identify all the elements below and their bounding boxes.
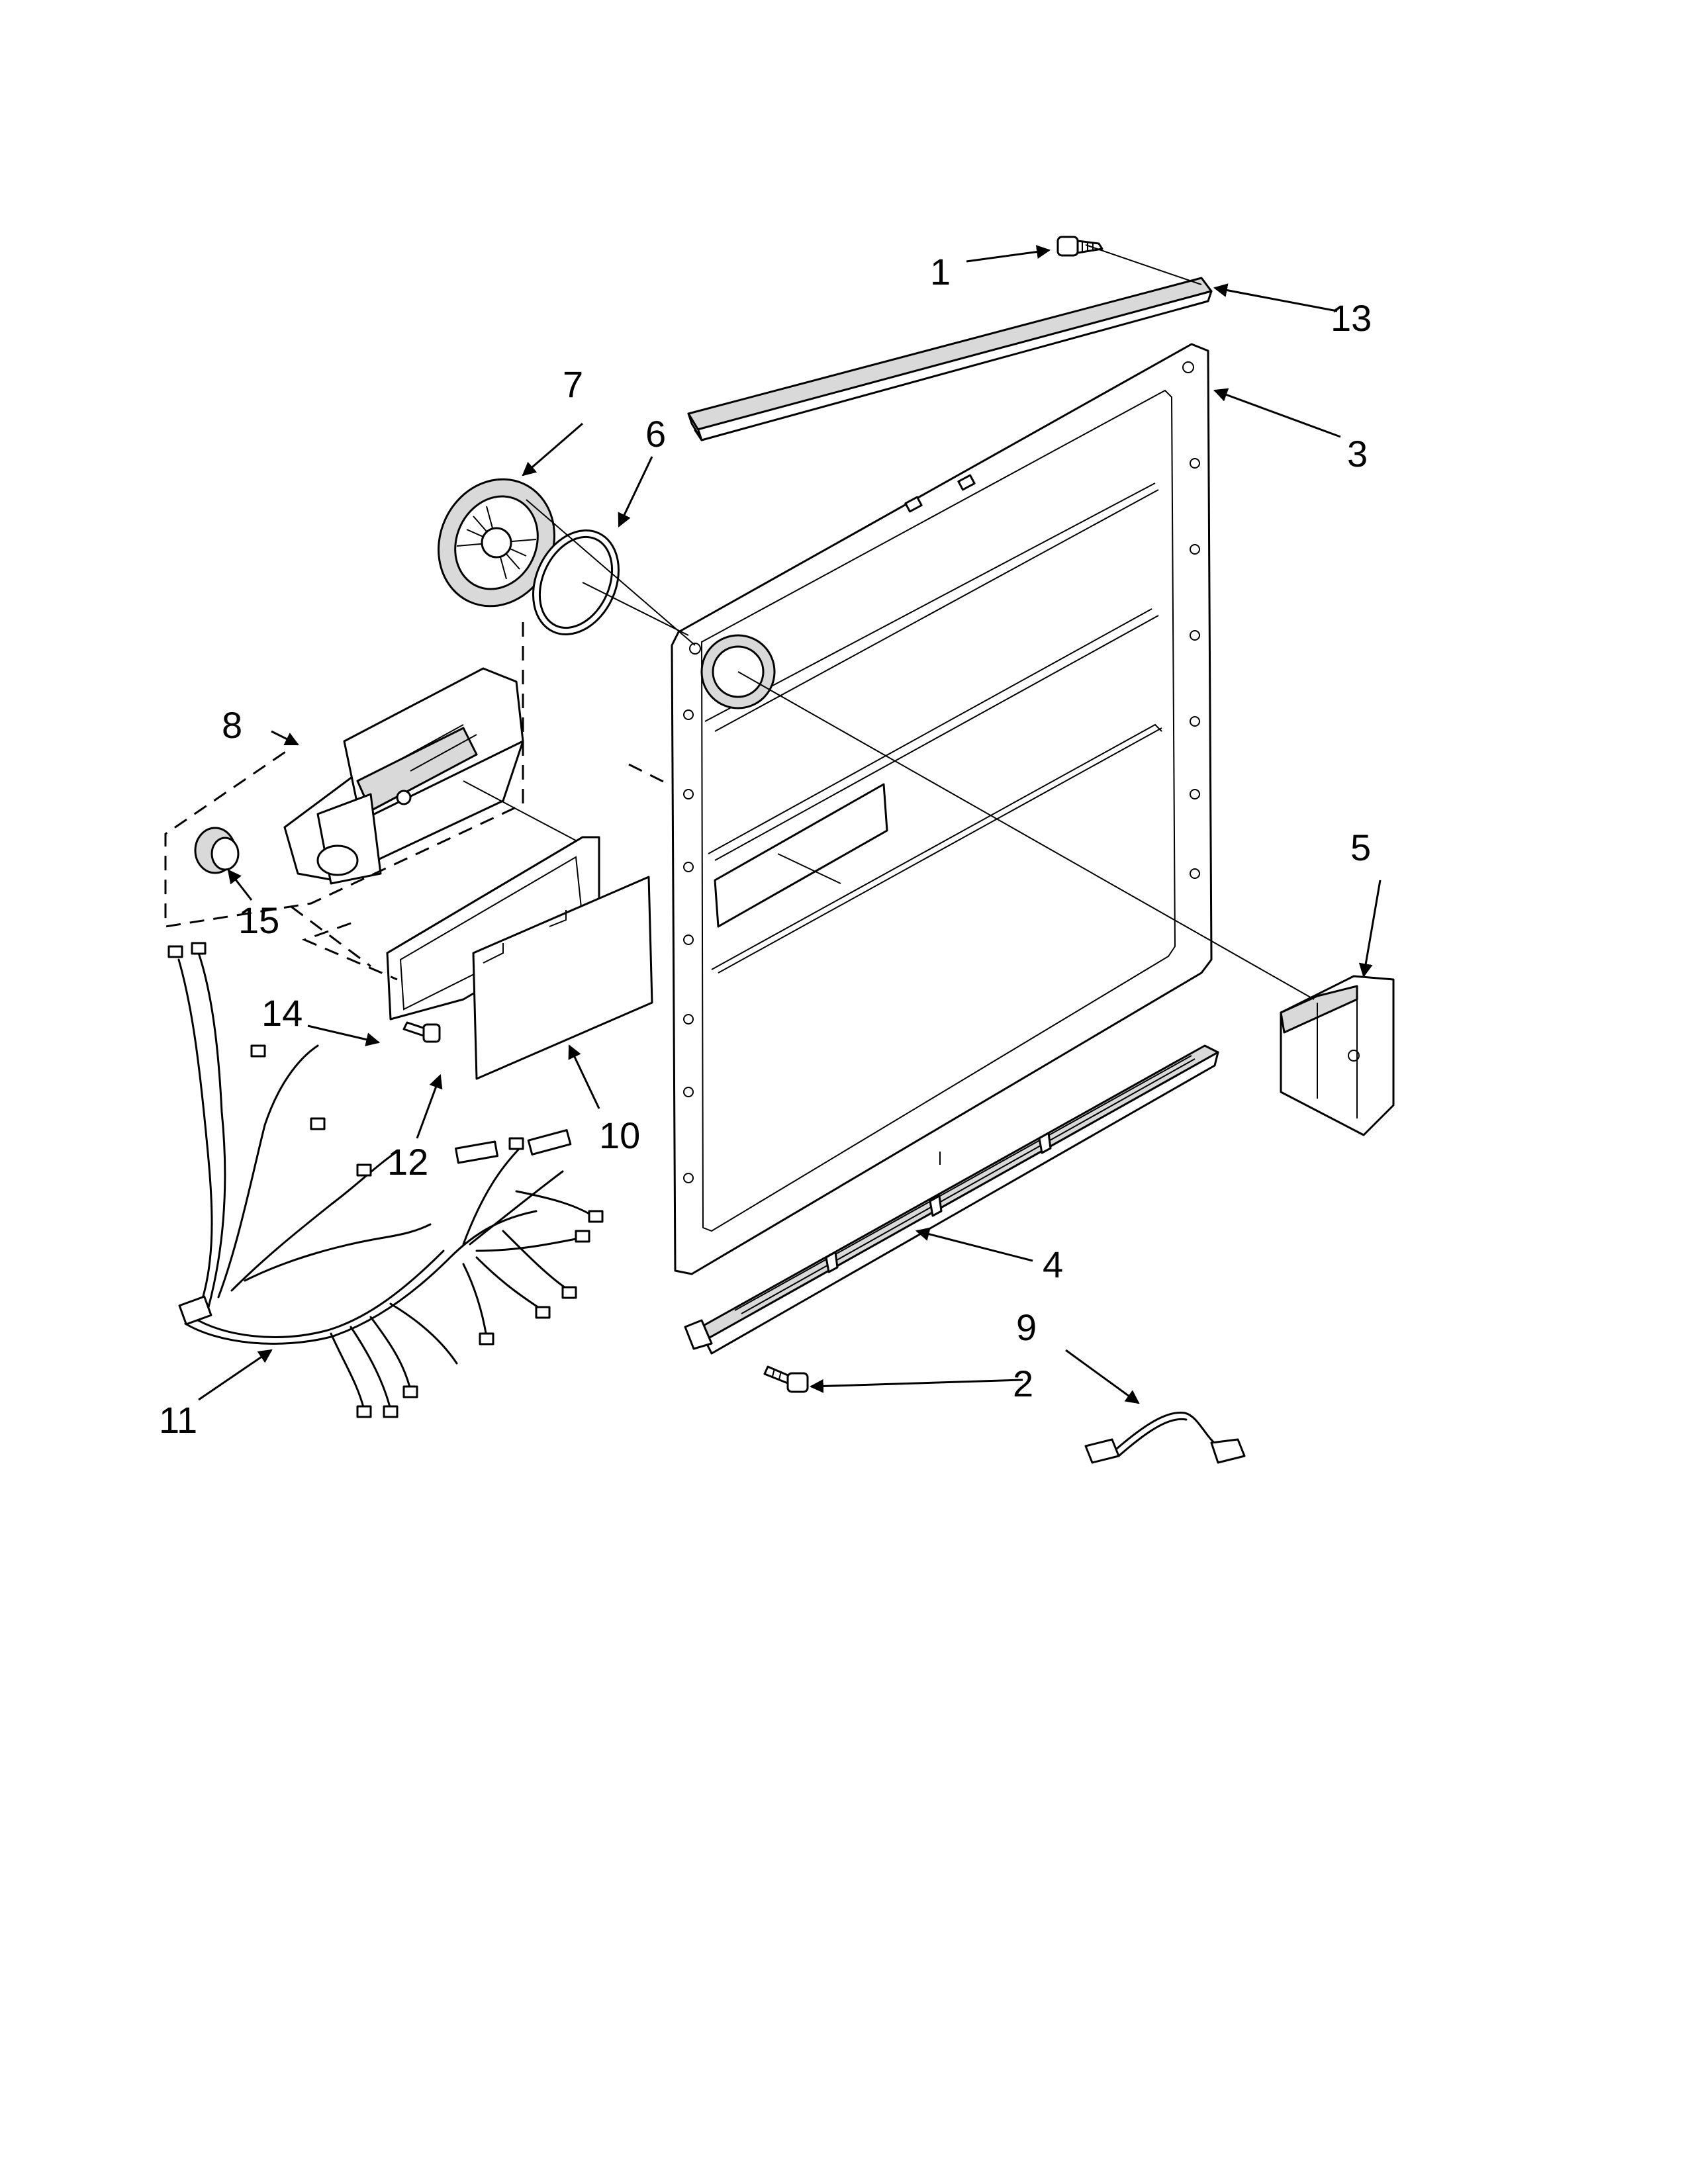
callout-12: 12: [387, 1141, 428, 1183]
callout-15: 15: [238, 899, 279, 941]
top-screw: [1056, 236, 1103, 257]
callout-2: 2: [1013, 1363, 1033, 1404]
callout-14: 14: [261, 992, 303, 1034]
callout-8: 8: [222, 704, 242, 746]
callout-11: 11: [159, 1399, 197, 1441]
control-board: [472, 876, 653, 1080]
callout-9: 9: [1016, 1306, 1037, 1348]
callout-13: 13: [1331, 297, 1372, 339]
callout-4: 4: [1043, 1244, 1063, 1285]
bottom-screw: [763, 1365, 809, 1393]
alignment-lines: [463, 244, 1315, 1000]
callout-leaders: [198, 245, 1382, 1404]
callout-10: 10: [599, 1115, 640, 1156]
callout-5: 5: [1350, 827, 1371, 868]
callout-6: 6: [645, 413, 666, 455]
callout-labels: 1 2 3 4 5 6 7 8 9 10 11 12 13 14 15: [159, 251, 1372, 1441]
callout-1: 1: [930, 251, 951, 293]
knob: [194, 827, 240, 874]
assembly-dashed-outlines: [164, 622, 669, 981]
dispenser-assembly: [283, 667, 524, 885]
wiring-harness: [167, 942, 604, 1418]
top-trim-strip: [687, 277, 1213, 513]
bottom-trim-strip: [684, 1044, 1219, 1355]
panel-screw-holes: [683, 361, 1200, 1183]
callout-7: 7: [563, 363, 583, 405]
vent-duct: [1280, 975, 1395, 1136]
wire-jumper: [1084, 1411, 1246, 1464]
inner-door-panel: [671, 343, 1213, 1275]
vent-grille: [438, 478, 555, 608]
board-screw: [402, 1021, 441, 1043]
vent-gasket: [532, 529, 620, 636]
callout-3: 3: [1347, 433, 1368, 475]
